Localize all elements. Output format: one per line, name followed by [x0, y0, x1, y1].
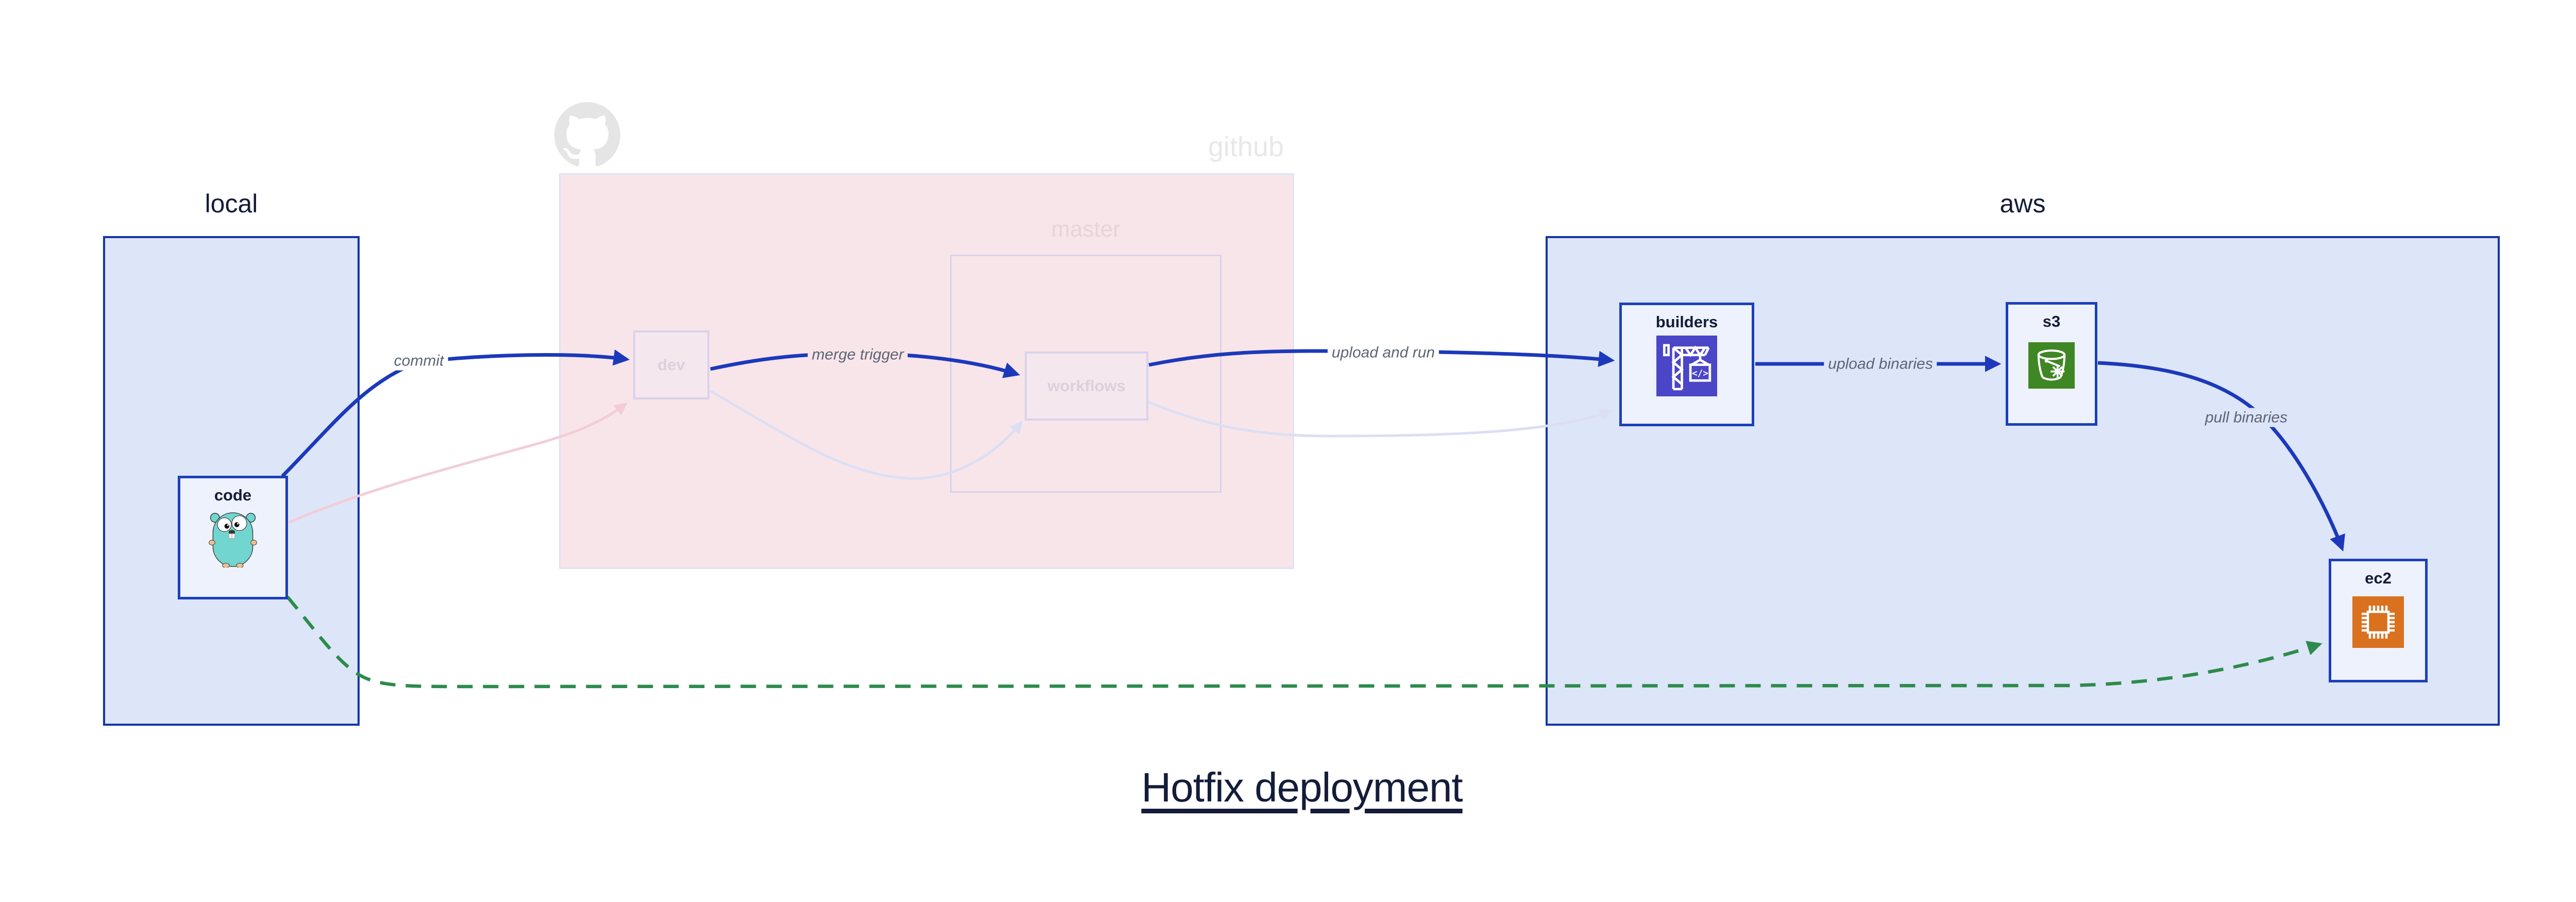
edge-label-upload-binaries: upload binaries: [1824, 354, 1937, 374]
aws-group-label: aws: [1999, 189, 2046, 218]
master-group-label: master: [1051, 216, 1121, 242]
edge-label-commit: commit: [389, 351, 448, 371]
node-workflows-label: workflows: [1047, 377, 1126, 395]
node-code-label: code: [214, 486, 252, 504]
node-workflows: workflows: [1025, 352, 1148, 421]
node-dev: dev: [633, 330, 709, 399]
edge-commit-line: [281, 349, 630, 478]
edge-pull-binaries-line: [2097, 361, 2345, 552]
s3-bucket-icon: [2028, 342, 2075, 389]
codebuild-code-glyph: </>: [1692, 369, 1708, 379]
ec2-chip-icon: [2352, 596, 2404, 648]
node-code: code: [178, 476, 288, 599]
edge-faded-workflows-builders: [1148, 400, 1613, 438]
edge-faded-dev-workflows: [709, 389, 1023, 480]
codebuild-crane-icon: </>: [1656, 336, 1717, 397]
node-s3-label: s3: [2042, 312, 2061, 330]
edge-hotfix-dashed-line: [286, 595, 2323, 689]
diagram-title: Hotfix deployment: [1141, 764, 1463, 810]
node-ec2-label: ec2: [2365, 569, 2392, 587]
github-group-label: github: [1208, 131, 1284, 162]
edge-label-upload-and-run: upload and run: [1327, 343, 1439, 362]
node-dev-label: dev: [657, 356, 685, 374]
edge-label-merge-trigger: merge trigger: [807, 345, 908, 364]
local-group-label: local: [205, 189, 258, 218]
master-group-box: [950, 255, 1222, 493]
node-ec2: ec2: [2329, 559, 2428, 682]
node-builders-label: builders: [1655, 313, 1718, 331]
node-s3: s3: [2006, 302, 2097, 426]
edge-label-pull-binaries: pull binaries: [2200, 408, 2292, 427]
node-builders: builders </>: [1619, 303, 1754, 426]
edge-faded-code-dev: [287, 402, 628, 524]
github-octocat-icon: [554, 102, 620, 166]
gopher-icon: [209, 512, 257, 568]
